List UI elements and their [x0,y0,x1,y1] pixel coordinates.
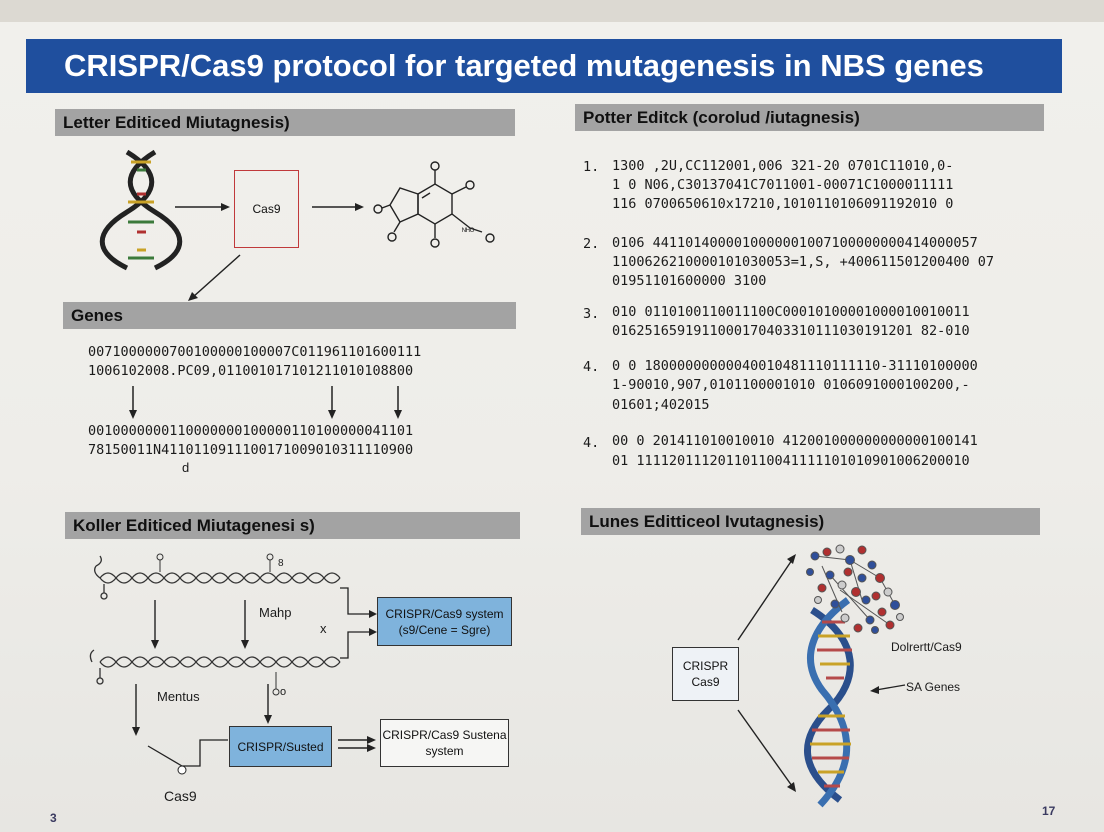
page-number-left: 3 [50,811,57,825]
dna-double-helix-icon [807,600,852,805]
label-dolrertt-cas9: Dolrertt/Cas9 [891,640,962,654]
lunes-crispr-line-2: Cas9 [683,674,728,690]
page-number-right: 17 [1042,804,1055,818]
label-sa-genes: SA Genes [906,680,960,694]
lunes-crispr-line-1: CRISPR [683,658,728,674]
